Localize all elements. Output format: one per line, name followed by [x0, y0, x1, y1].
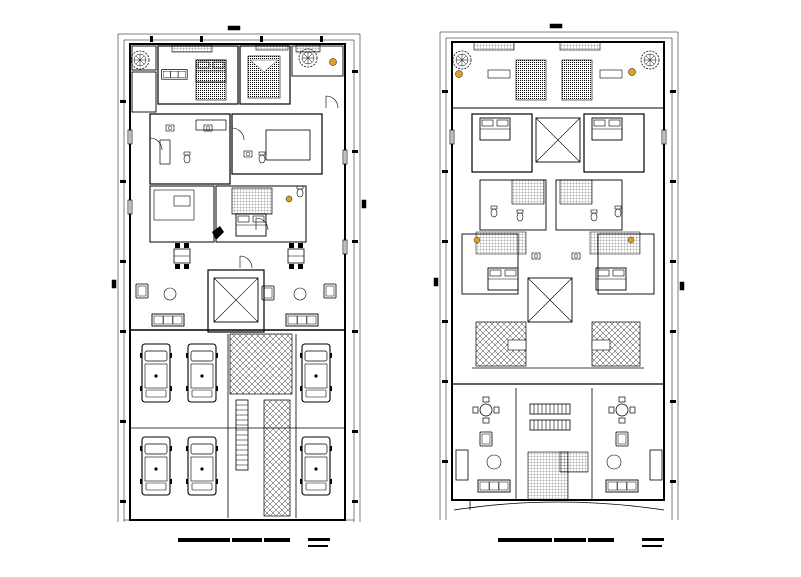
tree-icon [452, 50, 472, 70]
dimension-lines [433, 23, 685, 520]
bed-icon [235, 213, 267, 237]
dining-table-icon [173, 242, 191, 270]
skylight [527, 277, 573, 323]
sofa-icon [477, 479, 511, 493]
outer-wall [129, 43, 346, 521]
bed-icon [247, 55, 281, 99]
hatched-lobby [229, 333, 293, 395]
dimension-ticks [442, 90, 676, 483]
stair-icon [529, 403, 571, 415]
skylight [213, 277, 259, 323]
skylight [535, 117, 581, 163]
dining-table-icon [608, 396, 636, 424]
accent-marker [329, 58, 337, 66]
accent-marker [285, 195, 293, 203]
dining-table-icon [472, 396, 500, 424]
first-floor-plan [111, 25, 367, 522]
bed-icon [591, 117, 623, 141]
sofa-icon [605, 479, 639, 493]
outer-wall [451, 41, 665, 501]
tree-icon [640, 50, 660, 70]
dining-table-icon [287, 242, 305, 270]
bed-icon [595, 267, 627, 291]
bed-icon [487, 267, 519, 291]
stair-icon [529, 419, 571, 431]
dimension-ticks [120, 36, 358, 503]
sofa-icon [151, 313, 185, 327]
typical-floor-plan [433, 23, 685, 520]
bed-icon [561, 59, 593, 101]
bed-icon [479, 117, 511, 141]
bed-icon [515, 59, 547, 101]
sofa-icon [285, 313, 319, 327]
bed-icon [195, 59, 227, 101]
tree-icon [130, 50, 150, 70]
stair-icon [235, 399, 249, 471]
